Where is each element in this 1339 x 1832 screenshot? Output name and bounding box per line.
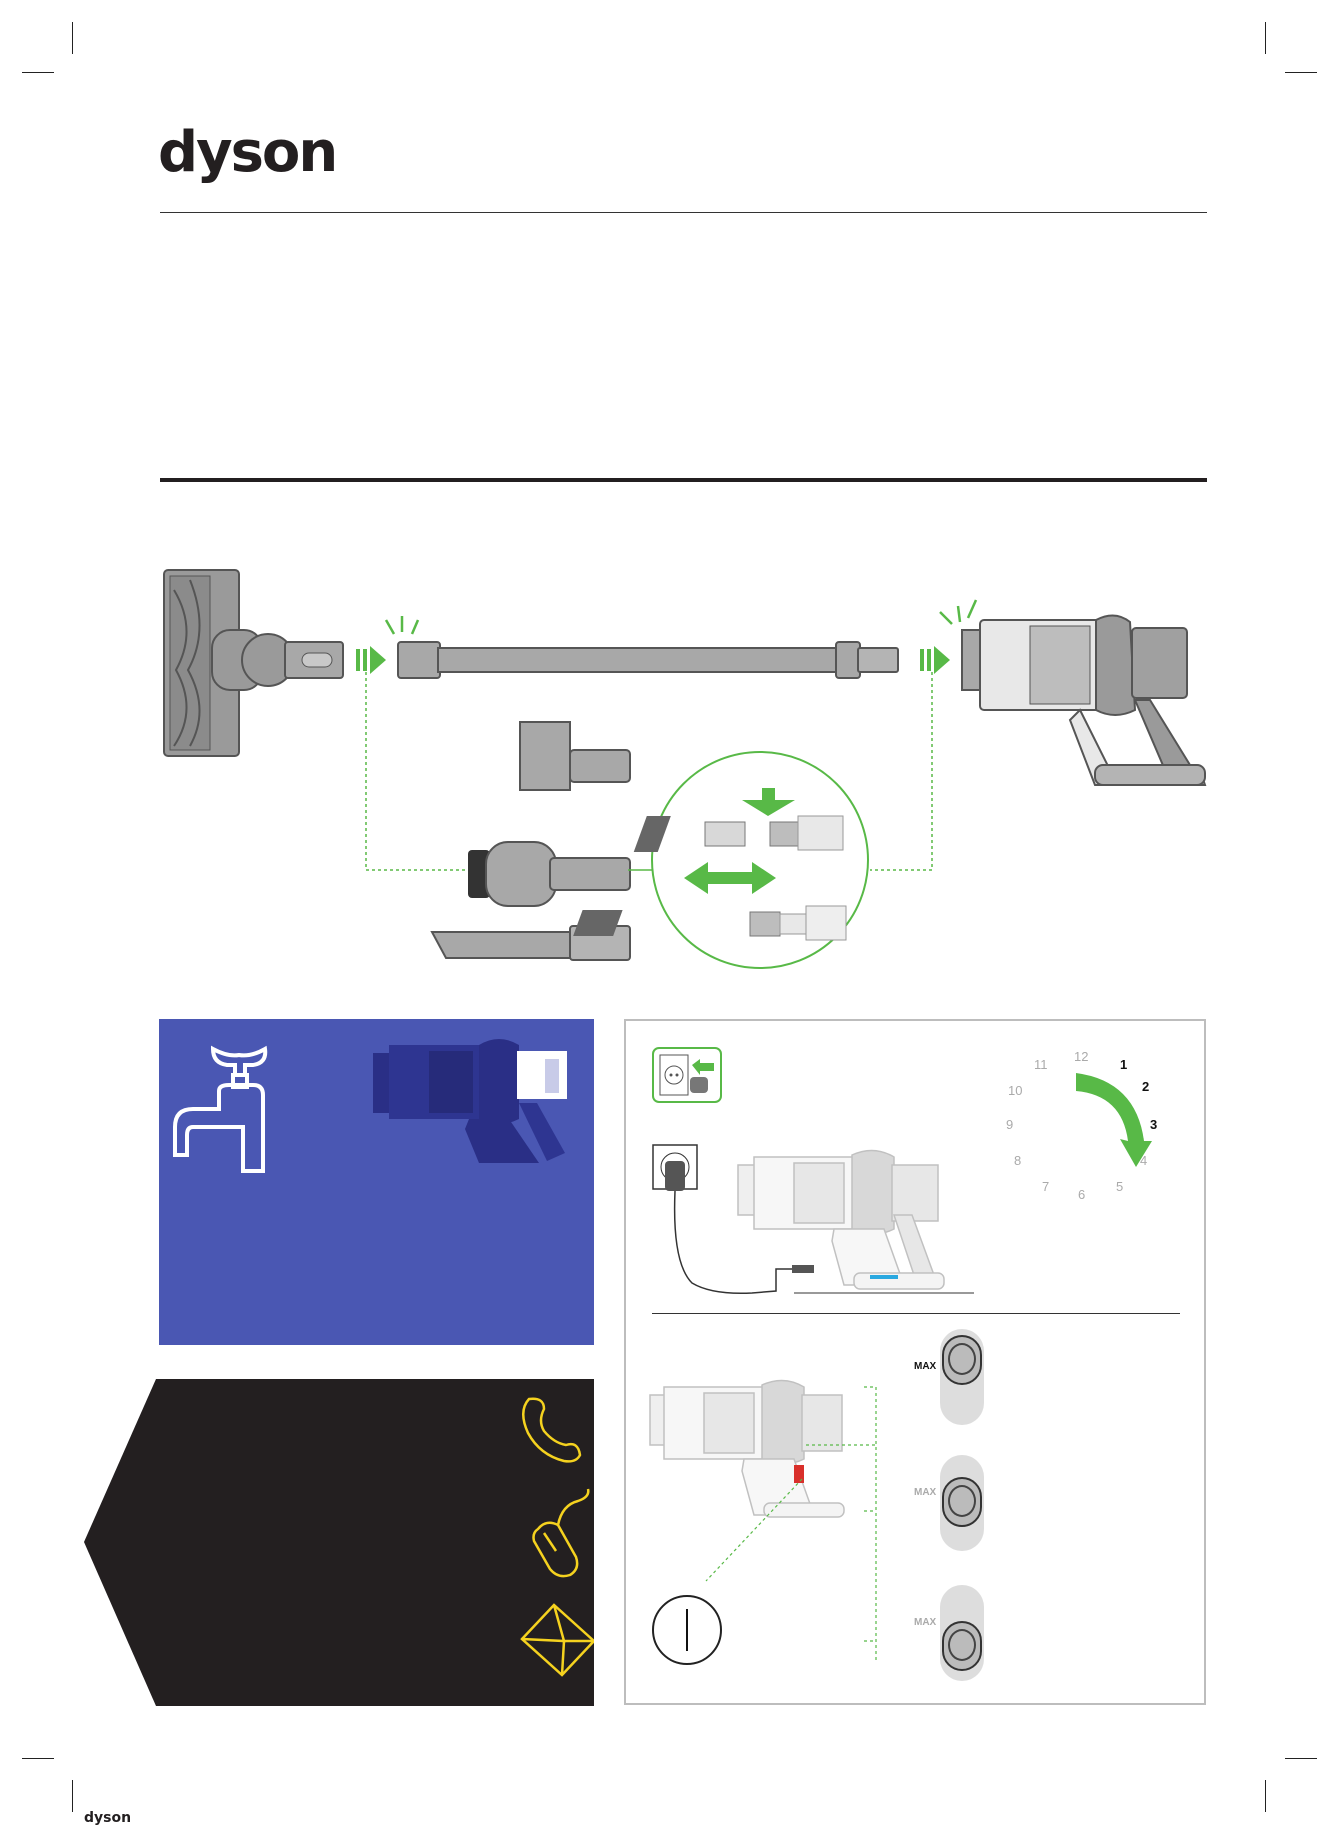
crop-mark: [22, 72, 54, 73]
envelope-icon: [520, 1603, 594, 1677]
crop-mark: [22, 1758, 54, 1759]
crop-mark: [1265, 1780, 1266, 1812]
clock-number-12: 12: [1074, 1049, 1089, 1064]
connector-lines: [705, 1386, 877, 1661]
assembly-diagram: [163, 569, 1207, 969]
tap-icon: [173, 1045, 268, 1173]
clock-number-9: 9: [1006, 1117, 1014, 1132]
vacuum-body-illustration: [961, 614, 1207, 786]
contact-panel: [84, 1379, 594, 1706]
mouse-icon: [532, 1488, 590, 1578]
detail-circle: [573, 751, 869, 969]
combination-tool-illustration: [468, 841, 631, 907]
clock-number-3: 3: [1150, 1117, 1158, 1132]
footer-dyson-logo: dyson: [84, 1810, 132, 1826]
clock-arrow-icon: [1076, 1073, 1152, 1167]
clock-number-1: 1: [1120, 1057, 1128, 1072]
clock-number-8: 8: [1014, 1153, 1022, 1168]
mode-switch-low[interactable]: [940, 1585, 984, 1681]
clock-number-11: 11: [1034, 1057, 1048, 1072]
panel-divider: [652, 1313, 1180, 1314]
mode-switch-max[interactable]: [940, 1329, 984, 1425]
clock-number-10: 10: [1008, 1083, 1023, 1098]
clock-number-6: 6: [1078, 1187, 1086, 1202]
clock-number-7: 7: [1042, 1179, 1050, 1194]
crop-mark: [1285, 1758, 1317, 1759]
mode-label-max-low: MAX: [914, 1617, 937, 1628]
connector-line: [365, 672, 933, 871]
mode-label-max: MAX: [914, 1487, 937, 1498]
crop-mark: [1285, 72, 1317, 73]
header-divider: [160, 212, 1207, 213]
click-icon: [384, 599, 978, 635]
crop-mark: [1265, 22, 1266, 54]
section-divider: [160, 478, 1207, 482]
plug-in-icon: [652, 1047, 722, 1103]
charging-panel: 12 1 2 3 4 5 6 7 8 9 10 11: [624, 1019, 1206, 1705]
clock-number-5: 5: [1116, 1179, 1124, 1194]
wash-filter-panel: [159, 1019, 594, 1345]
crop-mark: [72, 1780, 73, 1812]
charging-body-illustration: [737, 1149, 974, 1294]
phone-icon: [522, 1397, 582, 1463]
mode-label-max-active: MAX: [914, 1361, 937, 1372]
dyson-logo: dyson: [158, 120, 338, 185]
arrow-icon: [356, 646, 950, 674]
filter-unit-illustration: [373, 1039, 567, 1163]
charge-time-clock: 12 1 2 3 4 5 6 7 8 9 10 11: [1006, 1045, 1176, 1225]
floor-head-illustration: [163, 569, 344, 757]
charger-illustration: [652, 1144, 814, 1295]
power-on-symbol: [652, 1595, 722, 1665]
crop-mark: [72, 22, 73, 54]
clock-number-2: 2: [1142, 1079, 1150, 1094]
clock-number-4: 4: [1140, 1153, 1148, 1168]
wand-illustration: [397, 641, 899, 679]
mode-switch-medium[interactable]: [940, 1455, 984, 1551]
mini-motorised-tool-illustration: [519, 721, 631, 791]
power-mode-body-illustration: [649, 1379, 845, 1518]
